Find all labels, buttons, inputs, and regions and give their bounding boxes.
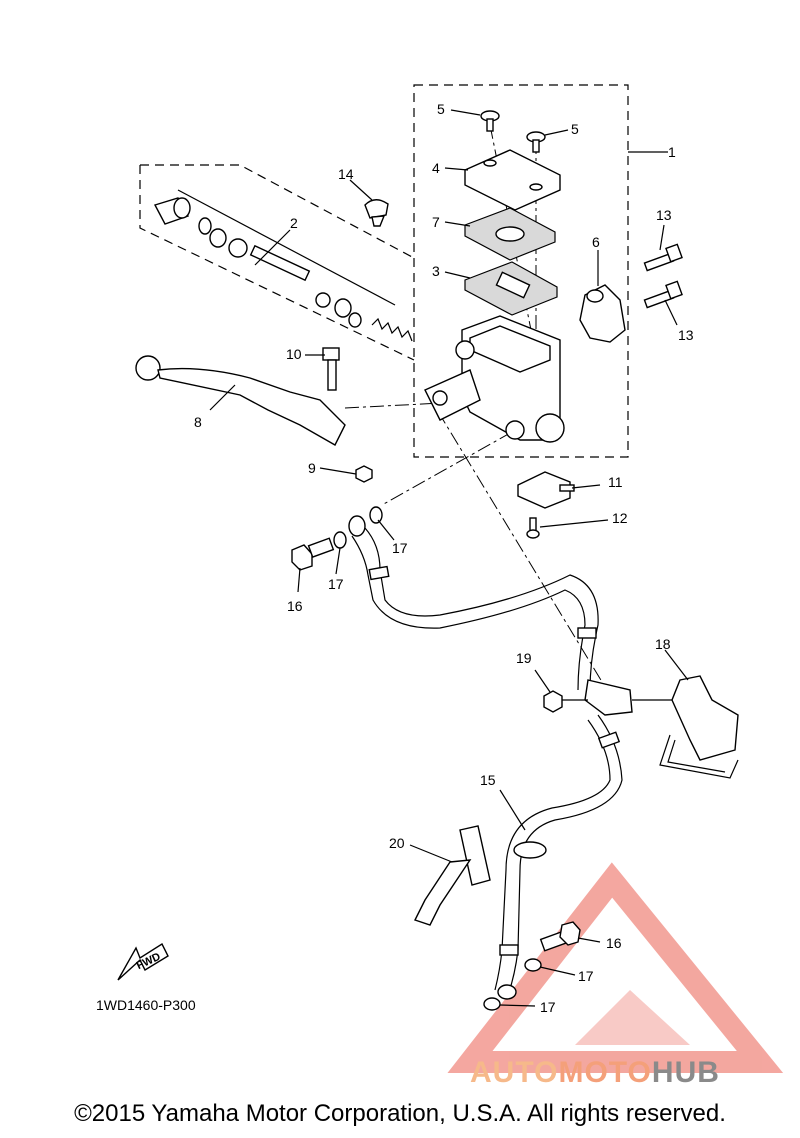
callout-1: 1	[668, 144, 676, 160]
callout-17b: 17	[328, 576, 344, 592]
callout-16b: 16	[606, 935, 622, 951]
washer-part-17c	[524, 958, 542, 972]
bolt-part-13b	[643, 280, 683, 309]
watermark-brand-text: AUTOMOTOHUB	[470, 1056, 720, 1090]
master-cylinder-body-part-1	[424, 315, 565, 443]
hose-holder-icon	[584, 679, 633, 716]
callout-3: 3	[432, 263, 440, 279]
callout-7: 7	[432, 214, 440, 230]
callout-5a: 5	[437, 101, 445, 117]
piston-kit-part-2	[153, 197, 413, 342]
watermark-brand-part2: MOTO	[558, 1056, 652, 1089]
callout-17c: 17	[578, 968, 594, 984]
hose-clamp-part-20	[414, 825, 491, 926]
callout-20: 20	[389, 835, 405, 851]
screw-part-5b	[526, 131, 546, 153]
screw-part-12	[526, 517, 540, 539]
callout-17a: 17	[392, 540, 408, 556]
callout-5b: 5	[571, 121, 579, 137]
brake-switch-part-11	[517, 471, 575, 509]
washer-part-17a	[333, 531, 347, 549]
reservoir-cap-part-4	[464, 149, 561, 211]
callout-labels: 1 2 3 4 5 5 6 7 8 9 10 11 12 13 13 14 15…	[96, 101, 694, 1015]
hose-guide-bracket-part-18	[659, 675, 739, 779]
callout-9: 9	[308, 460, 316, 476]
copyright-notice: ©2015 Yamaha Motor Corporation, U.S.A. A…	[74, 1100, 726, 1127]
pivot-bolt-part-10	[322, 347, 340, 391]
screw-part-5a	[480, 110, 500, 132]
holder-clamp-part-6	[579, 284, 626, 343]
washer-part-17b	[369, 506, 383, 524]
washer-part-17d	[483, 997, 501, 1011]
callout-13a: 13	[656, 207, 672, 223]
callout-17d: 17	[540, 999, 556, 1015]
leader-lines	[177, 109, 689, 1007]
watermark-brand-part1: AUTO	[470, 1056, 559, 1089]
brake-hose-part-15	[348, 515, 623, 1000]
callout-11: 11	[608, 474, 623, 490]
callout-18: 18	[655, 636, 671, 652]
callout-12: 12	[612, 510, 628, 526]
union-bolt-part-16b	[539, 921, 581, 952]
nut-part-9	[355, 465, 373, 483]
brake-lever-part-8	[135, 355, 346, 446]
callout-13b: 13	[678, 327, 694, 343]
fwd-arrow-icon: FWD	[117, 942, 169, 981]
nut-part-19	[543, 690, 563, 713]
callout-6: 6	[592, 234, 600, 250]
callout-8: 8	[194, 414, 202, 430]
callout-4: 4	[432, 160, 440, 176]
callout-19: 19	[516, 650, 532, 666]
callout-15: 15	[480, 772, 496, 788]
callout-10: 10	[286, 346, 302, 362]
diaphragm-part-3	[464, 261, 558, 316]
callout-2: 2	[290, 215, 298, 231]
callout-16a: 16	[287, 598, 303, 614]
diaphragm-plate-part-7	[464, 207, 556, 261]
watermark-brand-part3: HUB	[651, 1056, 720, 1089]
union-bolt-part-16a	[291, 537, 335, 571]
watermark-logo-icon	[447, 862, 784, 1073]
piston-kit-boundary	[140, 164, 415, 259]
master-cylinder-assembly-boundary	[413, 84, 629, 458]
callout-14: 14	[338, 166, 354, 182]
bolt-part-13a	[643, 243, 683, 272]
rubber-cap-part-14	[364, 199, 389, 227]
drawing-code: 1WD1460-P300	[96, 997, 196, 1013]
